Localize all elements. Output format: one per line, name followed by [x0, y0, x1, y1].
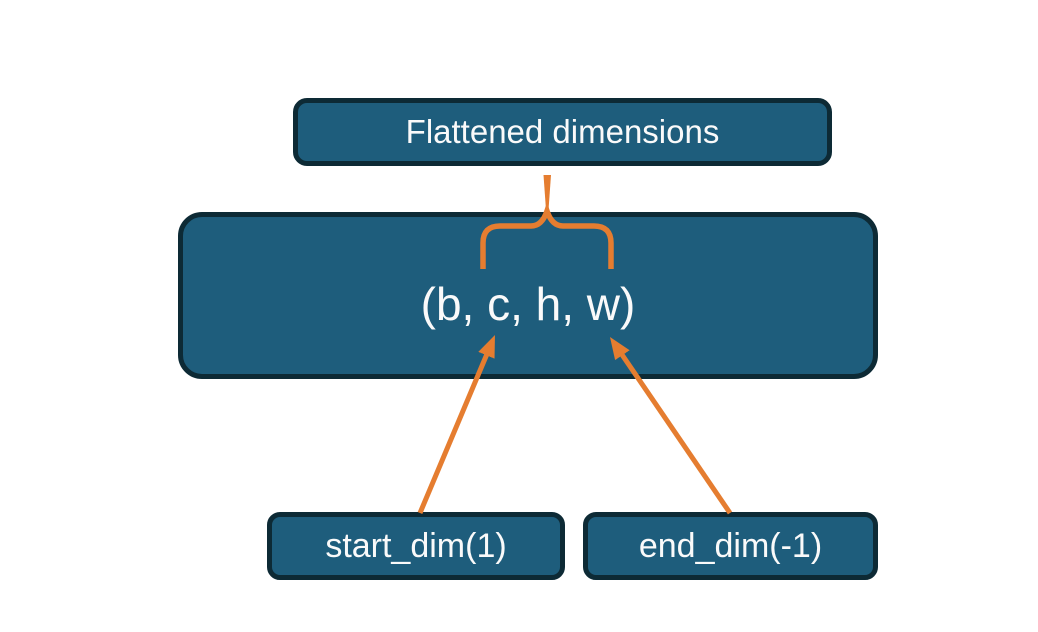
node-label: Flattened dimensions [405, 113, 720, 150]
node-tensor-shape: (b, c, h, w) [178, 212, 878, 379]
node-label: start_dim(1) [325, 526, 507, 565]
node-end-dim: end_dim(-1) [583, 512, 878, 580]
brace-stem [543, 175, 551, 210]
node-flattened-dimensions: Flattened dimensions [293, 98, 832, 166]
node-label: (b, c, h, w) [420, 277, 636, 330]
node-label: end_dim(-1) [638, 526, 823, 565]
node-start-dim: start_dim(1) [267, 512, 565, 580]
